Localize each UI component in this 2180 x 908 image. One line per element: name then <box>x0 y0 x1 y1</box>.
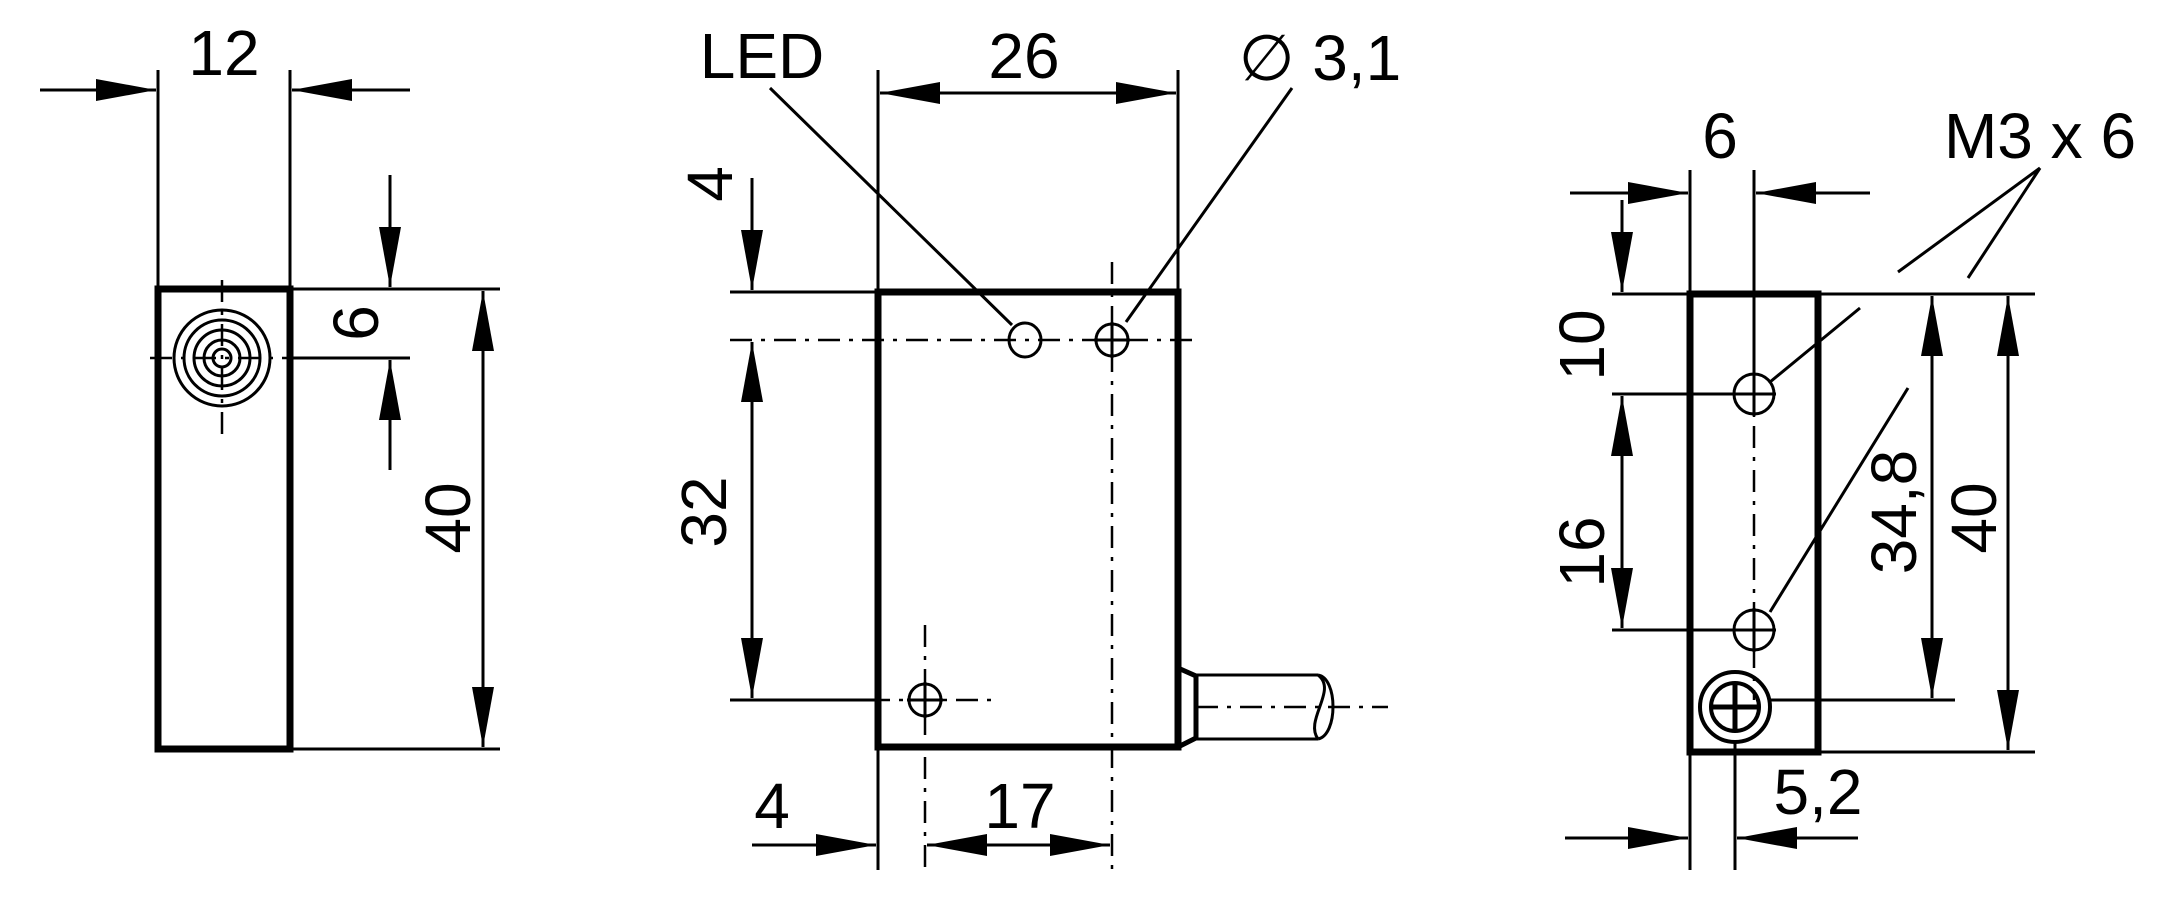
cable-exit <box>1176 665 1388 750</box>
thread-label: M3 x 6 <box>1944 100 2136 172</box>
rear-thread-spacing-label: 16 <box>1546 516 1618 587</box>
front-hole-horizontal-spacing-label: 17 <box>984 770 1055 842</box>
front-left-offset-label: 4 <box>754 770 790 842</box>
front-hole-spacing-label: 32 <box>668 476 740 547</box>
rear-thread-span-label: 34,8 <box>1858 450 1930 575</box>
front-view: 26 LED ∅ 3,1 4 <box>668 20 1401 870</box>
front-width-label: 26 <box>988 20 1059 92</box>
led-label: LED <box>700 20 825 92</box>
thread-leader-upper <box>1769 306 1861 384</box>
side-sensing-offset-label: 6 <box>320 305 392 341</box>
thread-leader-right <box>1966 167 2042 279</box>
thread-leader-left <box>1897 166 2041 274</box>
rear-height-label: 40 <box>1938 482 2010 553</box>
front-view-body-outline <box>874 288 1182 751</box>
rear-view: 6 M3 x 6 10 <box>1546 100 2136 870</box>
side-view-body-outline <box>154 285 294 753</box>
rear-width-label: 6 <box>1702 100 1738 172</box>
rear-bottom-offset-label: 5,2 <box>1774 756 1863 828</box>
rear-top-offset-label: 10 <box>1546 309 1618 380</box>
thread-leader-lower <box>1768 387 1910 613</box>
led-leader-line <box>768 86 1014 327</box>
front-top-offset-label: 4 <box>674 166 746 202</box>
hole-diameter-label: ∅ 3,1 <box>1239 22 1402 94</box>
sensing-face-icon <box>150 280 292 436</box>
rear-cable-connector-icon <box>1698 670 1772 744</box>
hole-diameter-leader <box>1124 87 1294 323</box>
side-view: 12 6 40 <box>40 17 500 753</box>
side-height-label: 40 <box>412 482 484 553</box>
side-width-label: 12 <box>188 17 259 89</box>
